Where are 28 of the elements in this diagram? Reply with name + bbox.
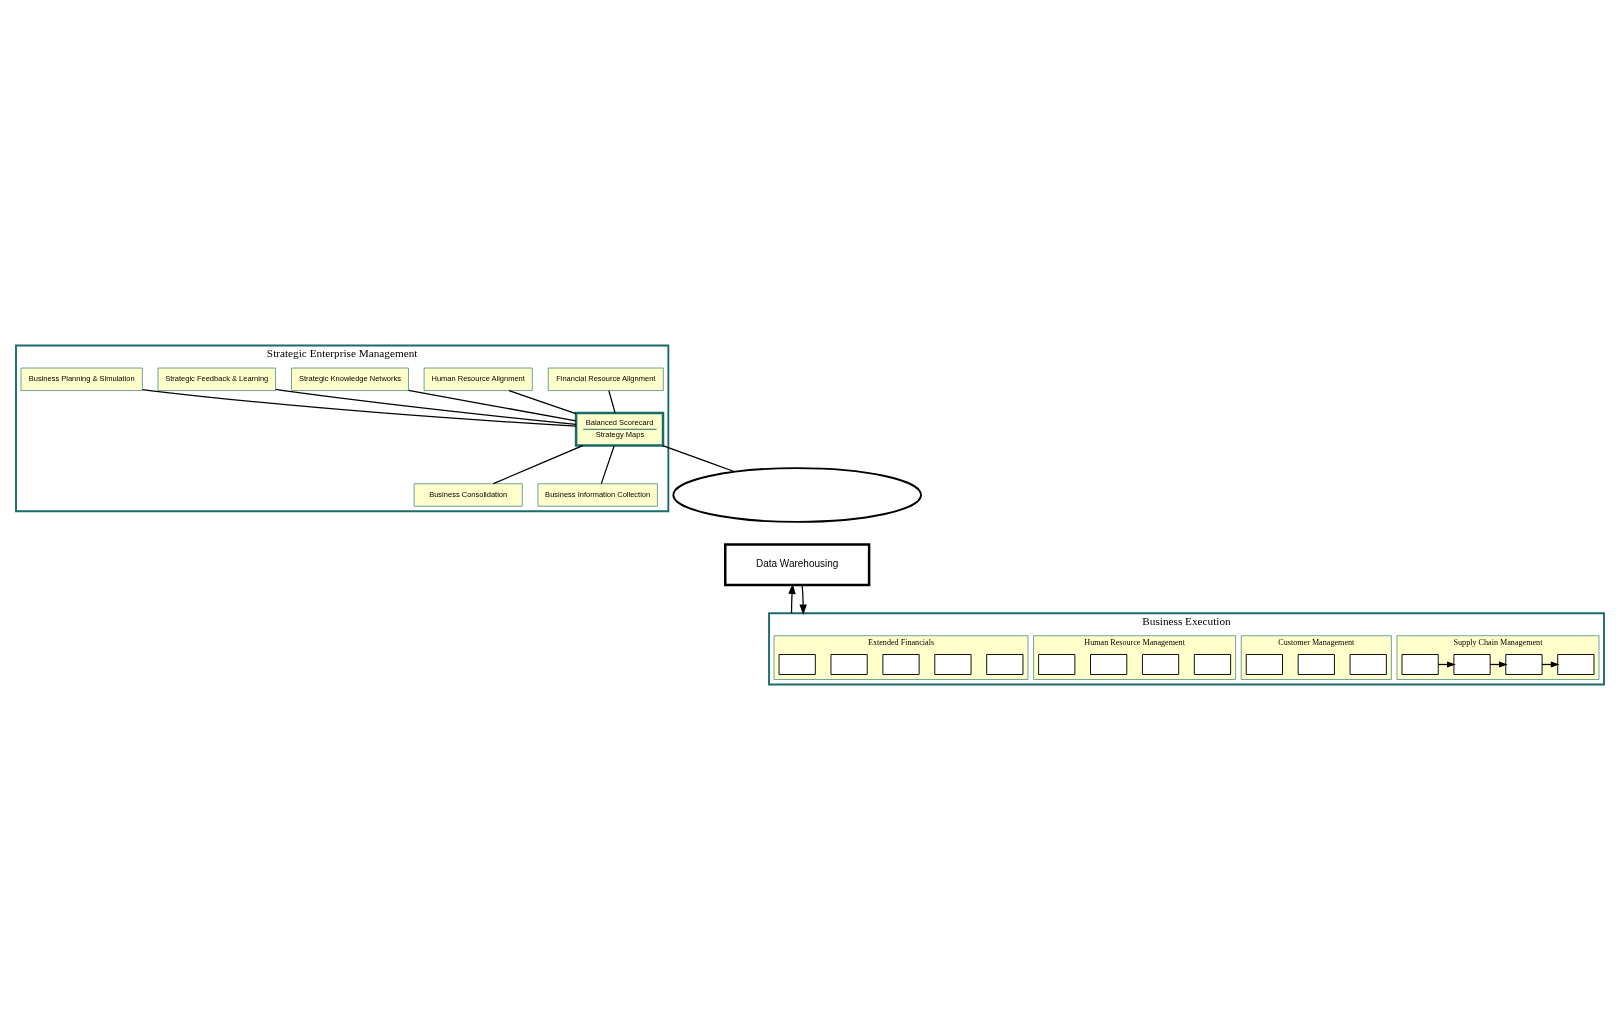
- node-box: [1557, 653, 1595, 675]
- node-box: [882, 653, 920, 675]
- node-box: [1505, 653, 1543, 675]
- connector: [508, 389, 577, 414]
- node-box: [1349, 653, 1387, 675]
- node-ellipse: [672, 466, 922, 523]
- connector: [600, 444, 615, 484]
- connector: [275, 388, 577, 425]
- node-box: Data Warehousing: [724, 542, 871, 586]
- node-box: [1453, 653, 1491, 675]
- node-box: [778, 653, 816, 675]
- node-box: [1090, 653, 1128, 675]
- node-box: [1141, 653, 1180, 675]
- node-box: [1193, 653, 1232, 675]
- node-box: [1245, 653, 1283, 675]
- connector: [608, 389, 616, 413]
- node-box: [986, 653, 1024, 675]
- arrow: [788, 582, 796, 614]
- connector: [141, 388, 577, 427]
- connector: [492, 444, 584, 484]
- connector: [407, 389, 577, 421]
- connector: [662, 444, 736, 472]
- arrow: [799, 584, 807, 615]
- node-box: [934, 653, 972, 675]
- node-box: [1038, 653, 1076, 675]
- node-box: [1297, 653, 1335, 675]
- node-box: [830, 653, 868, 675]
- node-box: [1401, 653, 1439, 675]
